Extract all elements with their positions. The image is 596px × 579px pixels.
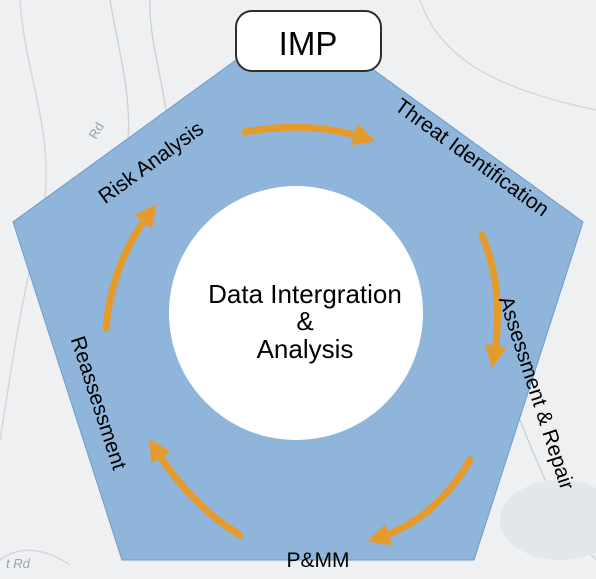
imp-title: IMP [279,25,338,62]
imp-title-box [235,10,382,72]
stage-label-pmm: P&MM [287,549,350,572]
map-road-top-right [419,0,596,111]
arrow-assessment-to-pmm [367,456,474,546]
arrow-pmm-to-reassessment [149,438,244,539]
center-title-line2: & [296,306,313,336]
cycle-arrows [102,123,507,546]
center-circle [169,186,423,440]
map-water [500,480,596,560]
arrow-reassessment-to-risk [102,204,157,332]
center-title-line1: Data Intergration [208,279,402,309]
map-label-rd: Rd [86,120,107,142]
map-road-bottom-left [0,549,71,566]
arrow-threat-to-assessment [478,231,507,369]
arrow-risk-to-threat [241,123,376,146]
map-label-t-rd: t Rd [6,556,31,571]
center-title-line3: Analysis [257,334,354,364]
